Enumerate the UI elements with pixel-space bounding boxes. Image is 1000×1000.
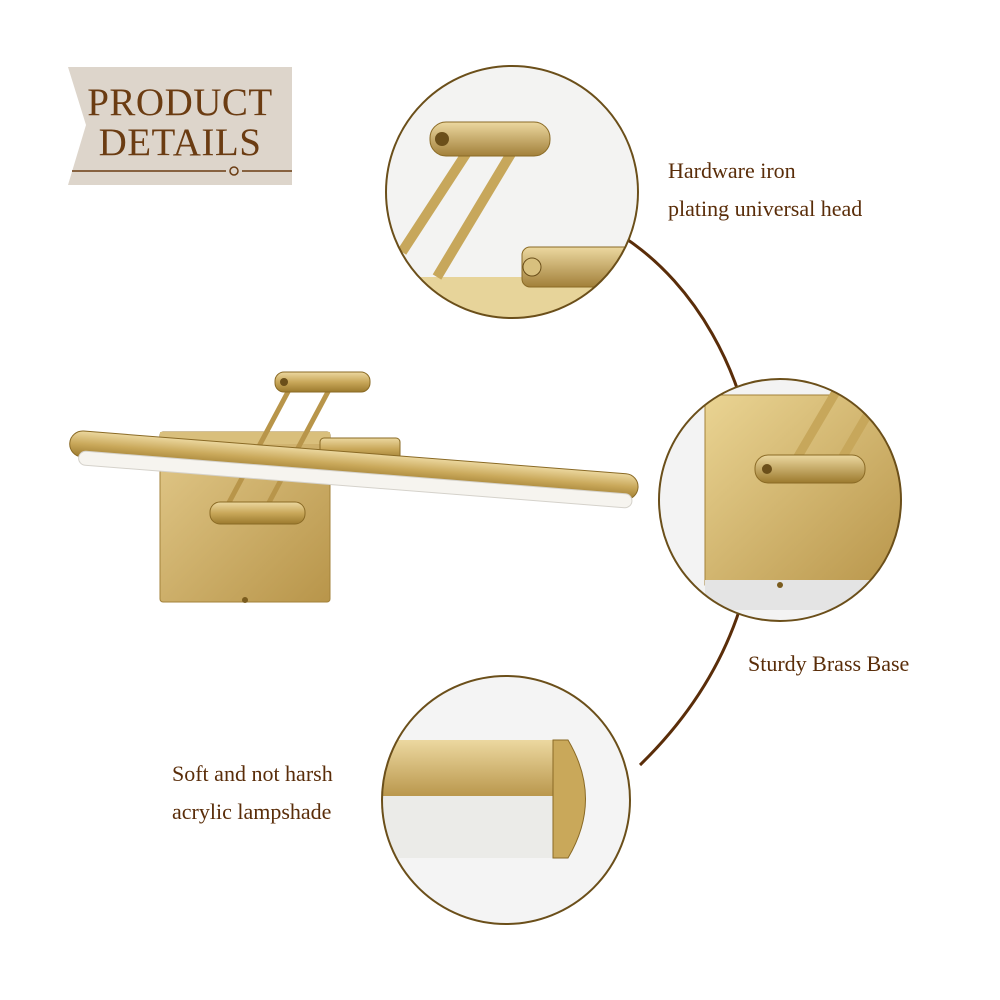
detail-circle-head [385, 65, 639, 319]
caption-head: Hardware iron plating universal head [668, 152, 862, 228]
title-badge: PRODUCT DETAILS [68, 67, 292, 185]
caption-base: Sturdy Brass Base [748, 645, 909, 683]
caption-base-line-1: Sturdy Brass Base [748, 651, 910, 676]
detail-circle-base [658, 378, 902, 622]
lamp-illustration [69, 371, 639, 603]
title-line-1: PRODUCT [87, 81, 273, 124]
title-badge-background [68, 67, 292, 185]
caption-shade-line-2: acrylic lampshade [172, 799, 332, 824]
detail-circle-shade [381, 675, 631, 925]
caption-head-line-1: Hardware iron [668, 158, 796, 183]
caption-shade-line-1: Soft and not harsh [172, 761, 333, 786]
caption-shade: Soft and not harsh acrylic lampshade [172, 755, 333, 831]
title-line-2: DETAILS [98, 121, 262, 164]
caption-head-line-2: plating universal head [668, 196, 863, 221]
